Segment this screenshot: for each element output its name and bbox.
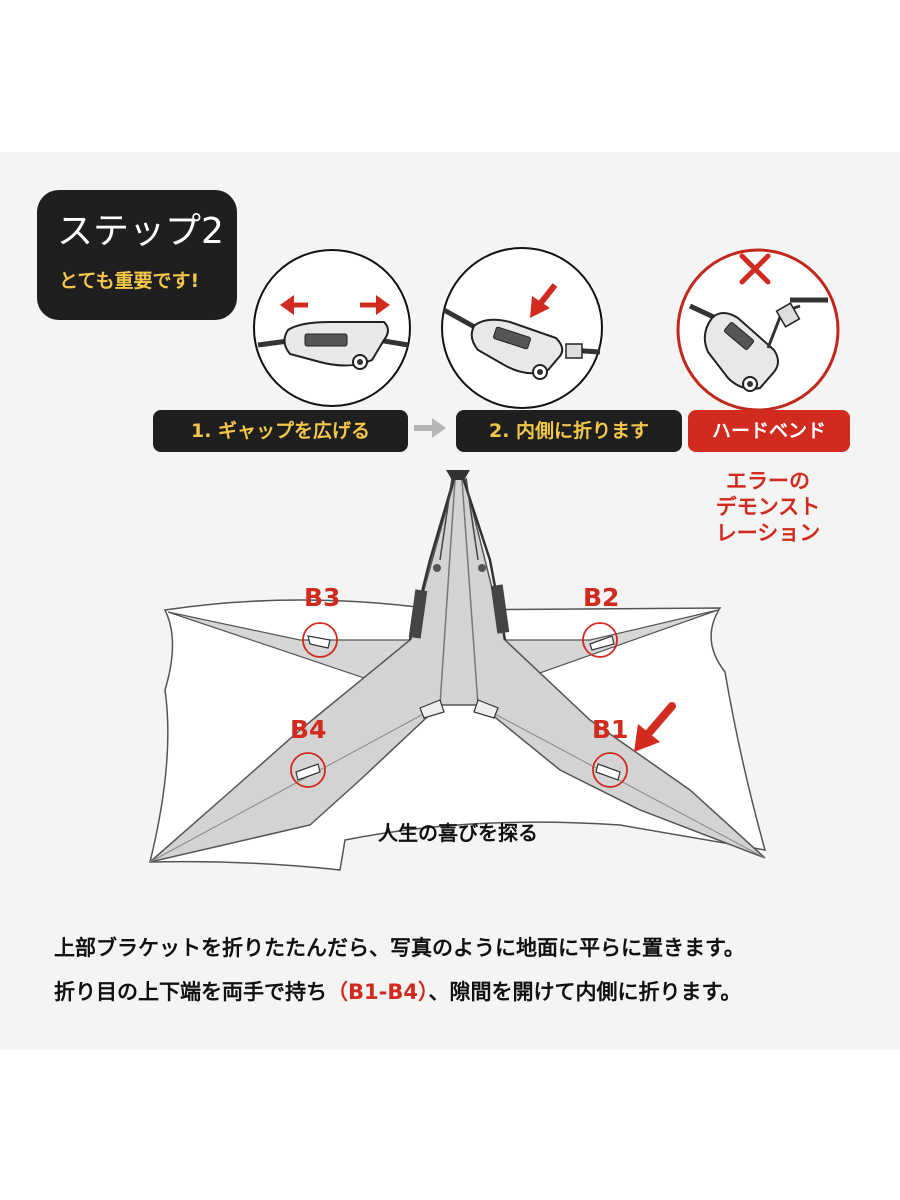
red-pointer-arrow-icon	[634, 702, 676, 752]
step-header: ステップ2 とても重要です!	[37, 190, 237, 320]
bracket-b2-label: B2	[583, 583, 620, 612]
bracket-b3-marker	[302, 622, 338, 658]
description-text: 折り目の上下端を両手で持ち	[54, 980, 327, 1004]
error-note-line: エラーの	[726, 469, 810, 493]
bracket-b2-marker	[582, 622, 618, 658]
step2-label: 2. 内側に折ります	[456, 410, 682, 452]
bracket-b1-marker	[592, 752, 628, 788]
description-line-2: 折り目の上下端を両手で持ち（B1-B4）、隙間を開けて内側に折ります。	[54, 978, 854, 1006]
step-title: ステップ2	[57, 211, 224, 252]
error-note-line: レーション	[715, 521, 821, 545]
error-note-line: デモンスト	[715, 495, 821, 519]
bracket-b3-label: B3	[304, 583, 341, 612]
hard-bend-label: ハードベンド	[688, 410, 850, 452]
bracket-b4-marker	[290, 752, 326, 788]
arrow-down-left-icon	[530, 283, 558, 318]
bracket-b4-label: B4	[290, 715, 327, 744]
description-line-1: 上部ブラケットを折りたたんだら、写真のように地面に平らに置きます。	[54, 936, 745, 960]
cross-mark-icon	[739, 253, 771, 285]
error-demo-note: エラーの デモンスト レーション	[688, 468, 848, 546]
description-highlight: （B1-B4）	[327, 980, 429, 1004]
arrow-right-icon	[360, 295, 390, 315]
step-subtitle: とても重要です!	[59, 270, 200, 292]
step1-label: 1. ギャップを広げる	[153, 410, 408, 452]
bracket-b1-label: B1	[592, 715, 629, 744]
circle-step2-illustration	[441, 247, 603, 409]
circle-error-illustration	[676, 248, 840, 412]
center-caption: 人生の喜びを探る	[378, 821, 538, 845]
circle-step1-illustration	[253, 249, 411, 407]
gray-arrow-right-icon	[414, 418, 446, 438]
description-text: 、隙間を開けて内側に折ります。	[428, 980, 742, 1004]
tarp-diagram	[149, 470, 767, 871]
arrow-left-icon	[280, 295, 308, 315]
